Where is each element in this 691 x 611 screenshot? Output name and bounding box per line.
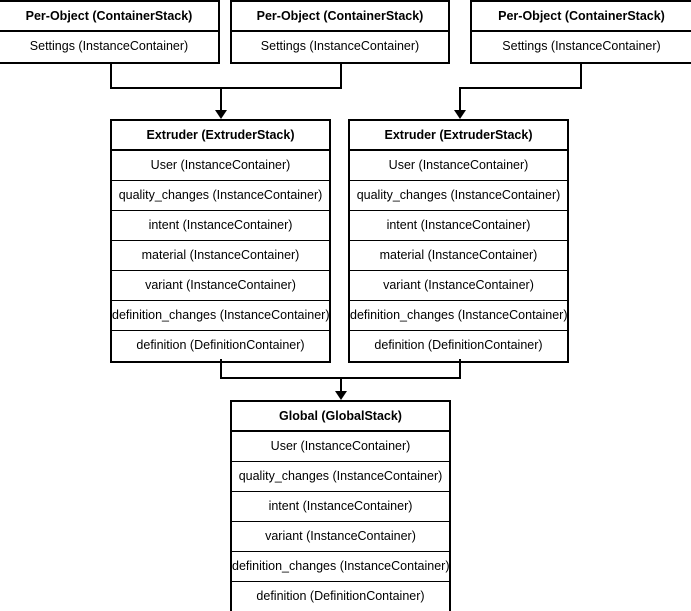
per-object-stack-1[interactable]: Per-Object (ContainerStack) Settings (In… — [0, 0, 220, 64]
connector-arrow-stem-global — [340, 377, 342, 394]
extruder-stack-2-row-definition[interactable]: definition (DefinitionContainer) — [350, 331, 567, 361]
connector-arrow-stem-extruder-1 — [220, 87, 222, 113]
per-object-stack-3-header: Per-Object (ContainerStack) — [472, 2, 691, 32]
connector-bus-extruder-2 — [459, 87, 582, 89]
connector-per-object-2-drop — [340, 64, 342, 89]
arrowhead-to-global — [335, 391, 347, 400]
extruder-stack-1-row-user[interactable]: User (InstanceContainer) — [112, 151, 329, 181]
global-stack-header: Global (GlobalStack) — [232, 402, 449, 432]
global-stack-row-definition-changes[interactable]: definition_changes (InstanceContainer) — [232, 552, 449, 582]
extruder-stack-1-row-intent[interactable]: intent (InstanceContainer) — [112, 211, 329, 241]
connector-extruder-2-drop — [459, 359, 461, 378]
arrowhead-to-extruder-2 — [454, 110, 466, 119]
extruder-stack-1-row-variant[interactable]: variant (InstanceContainer) — [112, 271, 329, 301]
per-object-stack-3-row-settings[interactable]: Settings (InstanceContainer) — [472, 32, 691, 62]
global-stack[interactable]: Global (GlobalStack) User (InstanceConta… — [230, 400, 451, 611]
per-object-stack-3[interactable]: Per-Object (ContainerStack) Settings (In… — [470, 0, 691, 64]
global-stack-row-quality-changes[interactable]: quality_changes (InstanceContainer) — [232, 462, 449, 492]
extruder-stack-1-row-definition[interactable]: definition (DefinitionContainer) — [112, 331, 329, 361]
arrowhead-to-extruder-1 — [215, 110, 227, 119]
per-object-stack-1-header: Per-Object (ContainerStack) — [0, 2, 218, 32]
extruder-stack-1-header: Extruder (ExtruderStack) — [112, 121, 329, 151]
per-object-stack-2-header: Per-Object (ContainerStack) — [232, 2, 448, 32]
extruder-stack-2-row-quality-changes[interactable]: quality_changes (InstanceContainer) — [350, 181, 567, 211]
global-stack-row-definition[interactable]: definition (DefinitionContainer) — [232, 582, 449, 611]
connector-extruder-1-drop — [220, 359, 222, 378]
extruder-stack-2-header: Extruder (ExtruderStack) — [350, 121, 567, 151]
extruder-stack-2-row-material[interactable]: material (InstanceContainer) — [350, 241, 567, 271]
per-object-stack-2-row-settings[interactable]: Settings (InstanceContainer) — [232, 32, 448, 62]
extruder-stack-2-row-user[interactable]: User (InstanceContainer) — [350, 151, 567, 181]
global-stack-row-variant[interactable]: variant (InstanceContainer) — [232, 522, 449, 552]
global-stack-row-intent[interactable]: intent (InstanceContainer) — [232, 492, 449, 522]
per-object-stack-2[interactable]: Per-Object (ContainerStack) Settings (In… — [230, 0, 450, 64]
extruder-stack-1[interactable]: Extruder (ExtruderStack) User (InstanceC… — [110, 119, 331, 363]
connector-bus-extruder-1 — [110, 87, 342, 89]
connector-per-object-1-drop — [110, 64, 112, 89]
extruder-stack-2-row-intent[interactable]: intent (InstanceContainer) — [350, 211, 567, 241]
connector-arrow-stem-extruder-2 — [459, 87, 461, 113]
extruder-stack-1-row-definition-changes[interactable]: definition_changes (InstanceContainer) — [112, 301, 329, 331]
connector-per-object-3-drop — [580, 64, 582, 89]
extruder-stack-2[interactable]: Extruder (ExtruderStack) User (InstanceC… — [348, 119, 569, 363]
global-stack-row-user[interactable]: User (InstanceContainer) — [232, 432, 449, 462]
per-object-stack-1-row-settings[interactable]: Settings (InstanceContainer) — [0, 32, 218, 62]
extruder-stack-1-row-material[interactable]: material (InstanceContainer) — [112, 241, 329, 271]
extruder-stack-2-row-variant[interactable]: variant (InstanceContainer) — [350, 271, 567, 301]
extruder-stack-1-row-quality-changes[interactable]: quality_changes (InstanceContainer) — [112, 181, 329, 211]
extruder-stack-2-row-definition-changes[interactable]: definition_changes (InstanceContainer) — [350, 301, 567, 331]
